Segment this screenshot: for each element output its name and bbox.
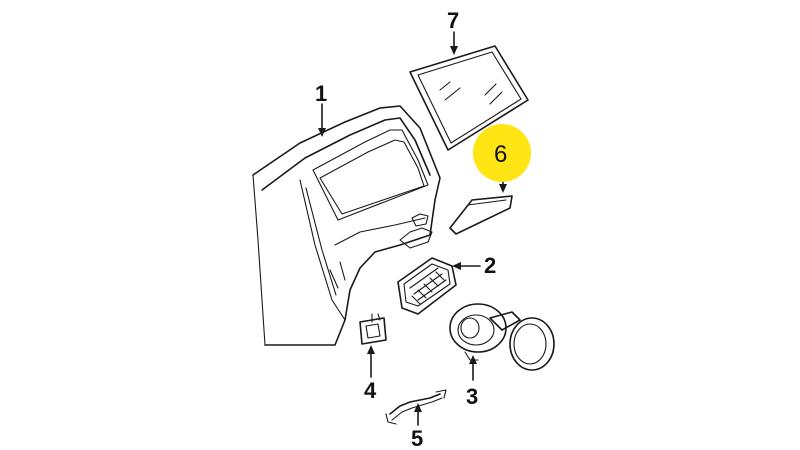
quarter-panel <box>252 105 441 346</box>
callout-5: 5 <box>411 426 423 450</box>
release-cable <box>385 389 447 425</box>
callout-3: 3 <box>466 384 478 409</box>
callout-6: 6 <box>494 141 507 168</box>
callout-leaders <box>318 31 507 426</box>
fuel-door-assembly <box>449 303 555 371</box>
filler-housing <box>397 257 457 315</box>
callout-4: 4 <box>364 378 377 403</box>
callout-1: 1 <box>315 81 327 106</box>
small-trim-panel <box>449 195 513 235</box>
callout-2: 2 <box>484 253 496 278</box>
callout-7: 7 <box>447 8 459 33</box>
highlight-circle <box>473 124 531 182</box>
latch-bracket <box>359 313 387 345</box>
quarter-window-glass <box>409 45 529 151</box>
